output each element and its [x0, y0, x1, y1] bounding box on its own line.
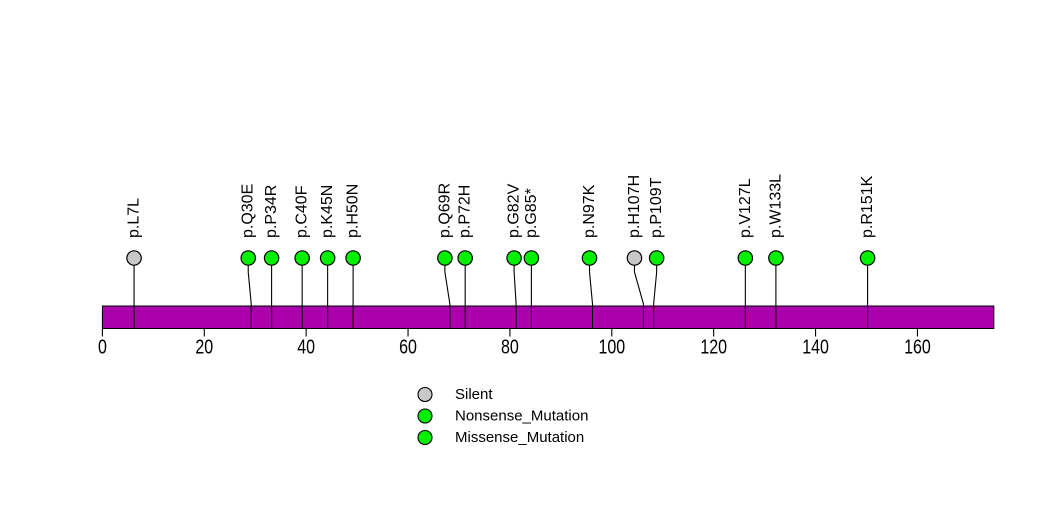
mutation-label: p.R151K — [859, 175, 876, 238]
axis-tick-label: 80 — [501, 336, 519, 358]
mutation-lollipop-circle — [523, 250, 540, 266]
mutation-lollipop-circle — [240, 250, 257, 266]
axis-tick-label: 120 — [700, 336, 727, 358]
axis-tick-label: 60 — [399, 336, 417, 358]
mutation-lollipop-circle — [263, 250, 280, 266]
legend-marker-icon — [417, 408, 433, 424]
legend-item-label: Nonsense_Mutation — [455, 408, 588, 425]
mutation-lollipop-circle — [126, 250, 142, 266]
axis-tick-label: 100 — [598, 336, 625, 358]
mutation-label: p.K45N — [319, 185, 336, 238]
mutation-label: p.G85* — [523, 188, 540, 238]
mutation-label: p.P72H — [457, 185, 474, 238]
mutation-lollipop-circle — [294, 250, 310, 266]
mutation-lollipop-circle — [581, 250, 598, 266]
mutation-label: p.L7L — [126, 198, 143, 238]
mutation-label: p.V127L — [737, 178, 754, 238]
mutation-lollipop-circle — [626, 250, 643, 266]
mutation-label: p.Q69R — [436, 183, 453, 238]
mutation-label: p.P34R — [263, 185, 280, 238]
protein-bar — [101, 305, 995, 329]
axis-tick-label: 0 — [98, 336, 107, 358]
mutation-lollipop-circle — [457, 250, 473, 266]
mutation-lollipop-circle — [859, 250, 876, 266]
mutation-lollipop-circle — [737, 250, 754, 266]
mutation-lollipop-circle — [345, 250, 361, 266]
mutation-label: p.H50N — [345, 184, 362, 238]
axis-tick-label: 20 — [195, 336, 213, 358]
mutation-label: p.G82V — [506, 183, 523, 238]
axis-tick-label: 40 — [297, 336, 315, 358]
legend-item-label: Missense_Mutation — [455, 429, 584, 446]
mutation-label: p.P109T — [648, 177, 665, 238]
mutation-label: p.H107H — [626, 175, 643, 238]
mutation-lollipop-circle — [506, 250, 522, 266]
mutation-lollipop-circle — [437, 250, 453, 266]
mutation-label: p.W133L — [767, 174, 784, 238]
legend-marker-icon — [417, 429, 433, 446]
mutation-lollipop-circle — [768, 250, 784, 266]
mutation-label: p.N97K — [581, 184, 598, 238]
mutation-lollipop-circle — [319, 250, 336, 266]
mutation-lollipop-circle — [648, 250, 665, 266]
axis-tick-label: 160 — [904, 336, 931, 358]
legend-marker-icon — [417, 386, 433, 403]
legend-item-label: Silent — [455, 386, 493, 403]
axis-tick-label: 140 — [802, 336, 829, 358]
mutation-label: p.C40F — [294, 185, 311, 238]
mutation-label: p.Q30E — [240, 184, 257, 238]
